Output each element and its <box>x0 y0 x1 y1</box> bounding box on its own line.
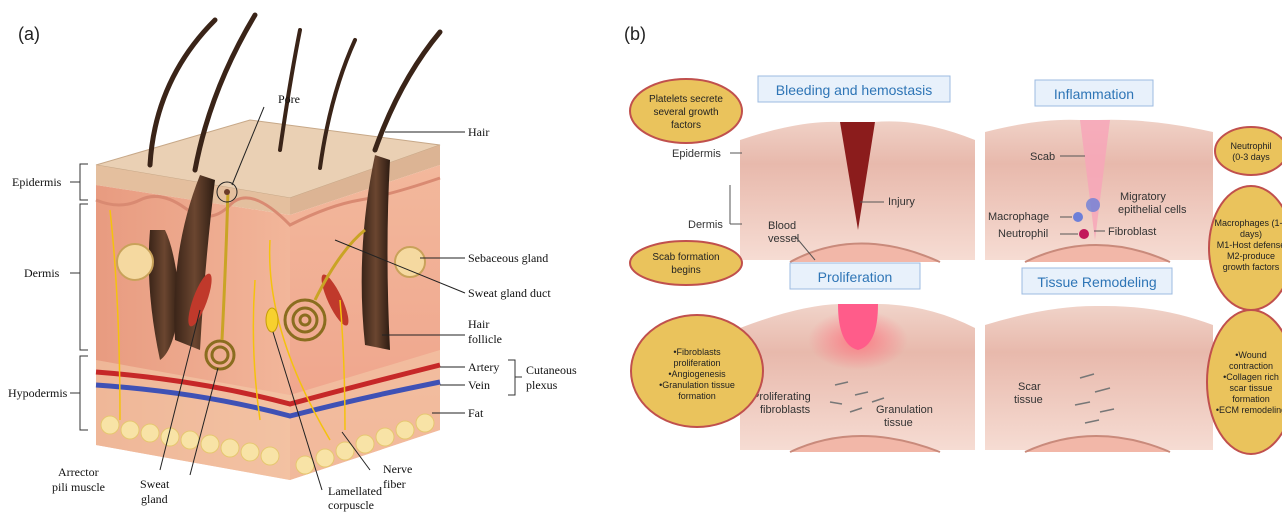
label-dermis: Dermis <box>24 266 60 280</box>
oval-neutrophil-line2: (0-3 days <box>1232 152 1270 162</box>
label-epidermis: Epidermis <box>12 175 62 189</box>
label-pore: Pore <box>278 92 300 106</box>
label-macrophage: Macrophage <box>988 211 1049 223</box>
label-sebaceous-gland: Sebaceous gland <box>468 251 548 265</box>
oval-platelets-line3: factors <box>671 120 701 131</box>
label-hair-follicle-line2: follicle <box>468 332 502 346</box>
label-hypodermis: Hypodermis <box>8 386 68 400</box>
label-scar-line1: Scar <box>1018 381 1041 393</box>
stage-proliferation-illustration <box>740 300 975 452</box>
label-sweat-gland-line2: gland <box>141 492 168 506</box>
label-lamellated-line1: Lamellated <box>328 484 382 498</box>
label-gran-line1: Granulation <box>876 404 933 416</box>
oval-neutrophil-line1: Neutrophil <box>1230 141 1271 151</box>
label-migratory-line2: epithelial cells <box>1118 204 1187 216</box>
skin-block-illustration <box>96 15 440 480</box>
stage-remodeling-illustration <box>985 300 1213 452</box>
label-scar-line2: tissue <box>1014 394 1043 406</box>
oval-wound-line3: •Collagen rich <box>1223 372 1279 382</box>
panel-a-label: (a) <box>18 24 40 44</box>
label-prolif-line1: Proliferating <box>752 391 811 403</box>
label-arrector-line1: Arrector <box>58 465 99 479</box>
label-prolif-line2: fibroblasts <box>760 404 811 416</box>
oval-fibro-line3: •Angiogenesis <box>668 369 726 379</box>
label-sweat-gland-duct: Sweat gland duct <box>468 286 551 300</box>
label-arrector-line2: pili muscle <box>52 480 105 494</box>
label-migratory-line1: Migratory <box>1120 191 1166 203</box>
label-neutrophil: Neutrophil <box>998 228 1048 240</box>
oval-scab-line1: Scab formation <box>652 252 719 263</box>
oval-wound <box>1207 310 1282 454</box>
label-cutaneous-line1: Cutaneous <box>526 363 577 377</box>
label-scab: Scab <box>1030 151 1055 163</box>
oval-macro-line4: M2-produce <box>1227 251 1275 261</box>
label-sweat-gland-line1: Sweat <box>140 477 170 491</box>
label-injury: Injury <box>888 196 915 208</box>
label-blood-line2: vessel <box>768 233 799 245</box>
title-remodeling: Tissue Remodeling <box>1037 274 1156 290</box>
label-vein: Vein <box>468 378 490 392</box>
oval-scab-line2: begins <box>671 265 700 276</box>
label-gran-line2: tissue <box>884 417 913 429</box>
oval-platelets-line2: several growth <box>653 107 718 118</box>
oval-wound-line2: contraction <box>1229 361 1273 371</box>
label-lamellated-line2: corpuscle <box>328 498 374 512</box>
oval-macro-line3: M1-Host defense <box>1217 240 1282 250</box>
title-inflammation: Inflammation <box>1054 86 1134 102</box>
oval-platelets-line1: Platelets secrete <box>649 94 723 105</box>
label-b-epidermis: Epidermis <box>672 148 721 160</box>
label-b-dermis: Dermis <box>688 219 723 231</box>
oval-fibro-line1: •Fibroblasts <box>673 347 721 357</box>
oval-neutrophil <box>1215 127 1282 175</box>
oval-fibro-line4: •Granulation tissue <box>659 380 735 390</box>
oval-wound-line1: •Wound <box>1235 350 1267 360</box>
title-proliferation: Proliferation <box>818 269 893 285</box>
panel-b: (b) <box>624 24 1282 454</box>
label-fat: Fat <box>468 406 484 420</box>
oval-macro-line5: growth factors <box>1223 262 1280 272</box>
oval-wound-line5: formation <box>1232 394 1270 404</box>
oval-wound-line6: •ECM remodeling <box>1216 405 1282 415</box>
label-hair: Hair <box>468 125 489 139</box>
oval-scab-formation <box>630 241 742 285</box>
label-artery: Artery <box>468 360 499 374</box>
label-nerve-line1: Nerve <box>383 462 412 476</box>
label-fibroblast: Fibroblast <box>1108 226 1156 238</box>
oval-macro-line2: days) <box>1240 229 1262 239</box>
title-bleeding: Bleeding and hemostasis <box>776 82 932 98</box>
oval-wound-line4: scar tissue <box>1229 383 1272 393</box>
panel-a: (a) <box>8 15 577 512</box>
label-blood-line1: Blood <box>768 220 796 232</box>
label-cutaneous-line2: plexus <box>526 378 558 392</box>
oval-fibro-line5: formation <box>678 391 716 401</box>
label-nerve-line2: fiber <box>383 477 406 491</box>
label-hair-follicle-line1: Hair <box>468 317 489 331</box>
oval-macro-line1: Macrophages (1-7 <box>1214 218 1282 228</box>
panel-b-label: (b) <box>624 24 646 44</box>
oval-fibro-line2: proliferation <box>673 358 720 368</box>
